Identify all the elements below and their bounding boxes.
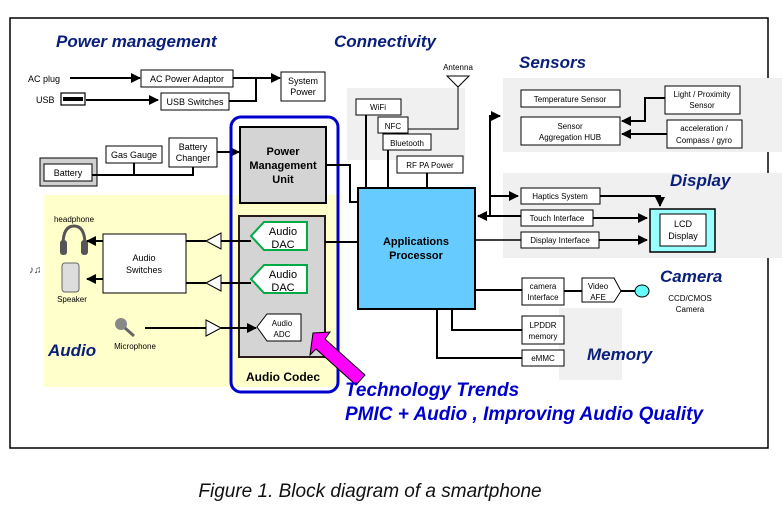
antenna-icon [445, 75, 471, 88]
light-proximity-label-1: Light / Proximity [674, 90, 731, 99]
codec-pmic-outline [229, 115, 340, 394]
audio-dac-2-label-2: DAC [271, 282, 294, 294]
display-interface-label: Display Interface [530, 236, 590, 245]
speaker-phone-icon: ♪♫ [29, 262, 80, 293]
video-afe-box [581, 277, 622, 303]
bluetooth-box [382, 133, 432, 151]
battery-label: Battery [54, 168, 83, 178]
section-memory: Memory [587, 345, 654, 364]
audio-switches-label-2: Switches [126, 265, 163, 275]
usb-port-icon [60, 92, 86, 106]
system-power-label-2: Power [290, 87, 316, 97]
processor-label-1: Applications [383, 236, 449, 248]
wifi-box [355, 98, 402, 116]
applications-processor-box [357, 187, 476, 310]
lpddr-label-2: memory [529, 332, 558, 341]
nfc-box [377, 116, 409, 134]
wifi-label: WiFi [370, 103, 386, 112]
emmc-box [521, 349, 565, 367]
usb-label: USB [36, 95, 55, 105]
section-audio: Audio [47, 341, 96, 360]
touch-interface-label: Touch Interface [530, 214, 585, 223]
headphone-label: headphone [54, 215, 95, 224]
usb-switches-label: USB Switches [166, 97, 224, 107]
bluetooth-label: Bluetooth [390, 139, 424, 148]
lpddr-memory-box [521, 315, 565, 345]
nfc-label: NFC [385, 122, 402, 131]
lcd-display-box [659, 213, 707, 247]
audio-dac-2: Audio DAC [249, 264, 308, 294]
technology-trends-title: Technology Trends [345, 380, 519, 401]
speaker-label: Speaker [57, 295, 87, 304]
microphone-icon [115, 318, 135, 338]
light-proximity-label-2: Sensor [689, 101, 715, 110]
video-afe-label-2: AFE [590, 293, 606, 302]
system-power-label-1: System [288, 76, 318, 86]
audio-dac-1-label-2: DAC [271, 239, 294, 251]
ac-plug-label: AC plug [28, 74, 60, 84]
audio-switches-box [102, 233, 187, 294]
camera-lens-icon [634, 284, 650, 298]
lcd-label-2: Display [668, 231, 698, 241]
section-camera: Camera [660, 267, 722, 286]
rf-pa-power-box [396, 155, 464, 174]
camera-interface-box [521, 277, 565, 306]
audio-switches-label-1: Audio [132, 253, 155, 263]
temperature-sensor-box [520, 89, 621, 108]
section-power-management: Power management [56, 32, 218, 51]
battery-changer-label-1: Battery [179, 142, 208, 152]
audio-adc: Audio ADC [256, 313, 302, 342]
memory-region [559, 308, 622, 380]
camera-sensor-label-1: CCD/CMOS [668, 294, 712, 303]
audio-dac-1-label-1: Audio [269, 226, 297, 238]
ac-power-adaptor-label: AC Power Adaptor [150, 74, 224, 84]
audio-dac-2-label-1: Audio [269, 269, 297, 281]
light-proximity-box [664, 85, 741, 115]
sensor-hub-box [520, 116, 621, 146]
microphone-label: Microphone [114, 342, 156, 351]
accel-label-2: Compass / gyro [676, 136, 733, 145]
pmu-label-3: Unit [272, 174, 294, 186]
pmu-label-1: Power [266, 146, 300, 158]
processor-label-2: Processor [389, 250, 444, 262]
audio-adc-label-1: Audio [272, 319, 293, 328]
accel-compass-gyro-box [666, 119, 743, 149]
section-sensors: Sensors [519, 53, 586, 72]
haptics-system-label: Haptics System [532, 192, 588, 201]
highlight-arrow-icon [309, 331, 366, 386]
section-connectivity: Connectivity [334, 32, 438, 51]
pmu-label-2: Management [249, 160, 317, 172]
pmu-box [239, 126, 327, 204]
amp-in-icon [205, 319, 223, 337]
video-afe-label-1: Video [588, 282, 609, 291]
lpddr-label-1: LPDDR [529, 321, 556, 330]
antenna-label: Antenna [443, 63, 473, 72]
lcd-label-1: LCD [674, 219, 693, 229]
battery-box [43, 163, 93, 182]
camera-interface-label-1: camera [530, 282, 557, 291]
rf-pa-power-label: RF PA Power [406, 161, 454, 170]
camera-sensor-label-2: Camera [676, 305, 705, 314]
temperature-sensor-label: Temperature Sensor [534, 95, 607, 104]
emmc-label: eMMC [531, 354, 555, 363]
system-power-box [280, 71, 326, 102]
accel-label-1: acceleration / [680, 124, 728, 133]
gas-gauge-label: Gas Gauge [111, 150, 157, 160]
figure-caption: Figure 1. Block diagram of a smartphone [198, 481, 541, 502]
audio-adc-label-2: ADC [274, 330, 291, 339]
sensor-hub-label-2: Aggregation HUB [539, 133, 601, 142]
audio-dac-1: Audio DAC [249, 221, 308, 251]
camera-interface-label-2: Interface [527, 293, 559, 302]
battery-changer-box [168, 137, 218, 168]
music-notes-icon: ♪♫ [29, 265, 42, 276]
sensor-hub-label-1: Sensor [557, 122, 583, 131]
technology-trends-subtitle: PMIC + Audio , Improving Audio Quality [345, 404, 704, 425]
section-display: Display [670, 171, 732, 190]
battery-changer-label-2: Changer [176, 153, 211, 163]
audio-codec-label: Audio Codec [246, 370, 320, 384]
